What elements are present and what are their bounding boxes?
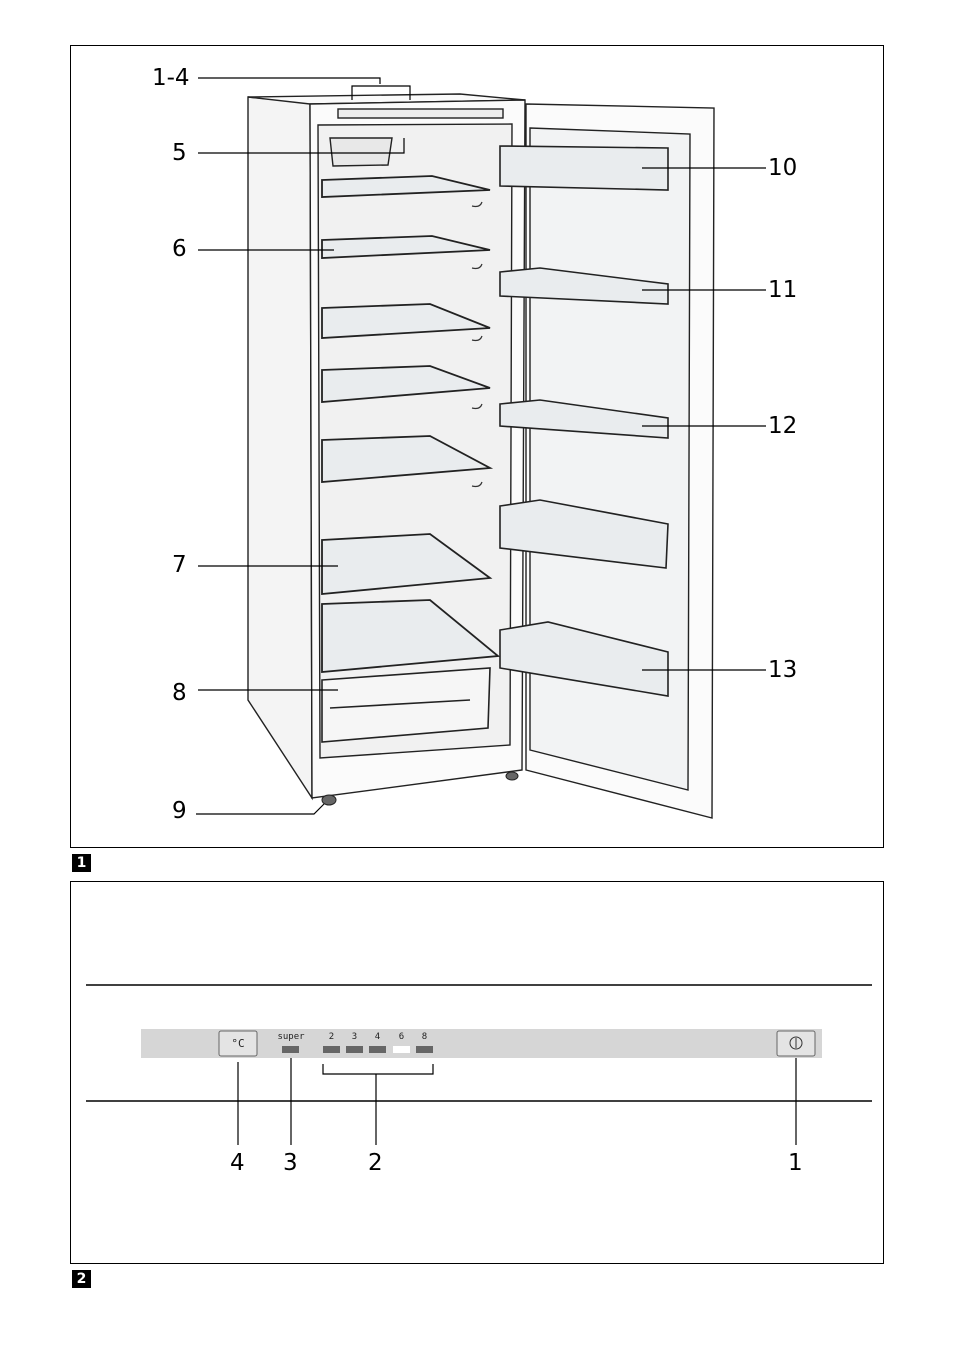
- temp-level-label: 2: [323, 1032, 340, 1042]
- temp-level-label: 3: [346, 1032, 363, 1042]
- temp-level-label: 8: [416, 1032, 433, 1042]
- callout-1: 1: [788, 1150, 803, 1176]
- callout-3: 3: [283, 1150, 298, 1176]
- temp-level-label: 4: [369, 1032, 386, 1042]
- callout-4: 4: [230, 1150, 245, 1176]
- power-button[interactable]: [777, 1031, 815, 1056]
- figure-2-number: 2: [72, 1270, 91, 1288]
- temperature-button[interactable]: °C: [219, 1033, 257, 1054]
- super-label: super: [276, 1032, 306, 1042]
- temp-level-label: 6: [393, 1032, 410, 1042]
- callout-2: 2: [368, 1150, 383, 1176]
